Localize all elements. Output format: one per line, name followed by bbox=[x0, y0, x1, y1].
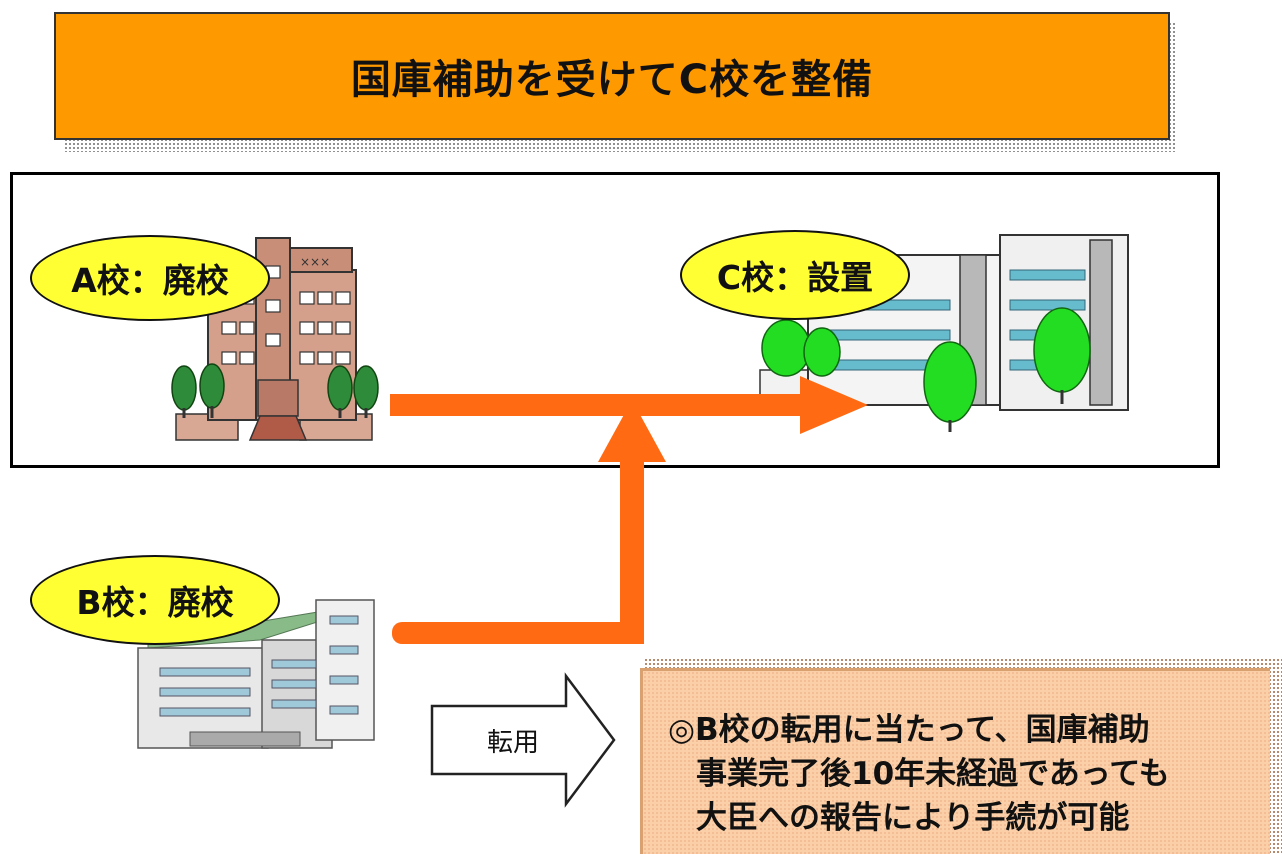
svg-text:×××: ××× bbox=[300, 255, 330, 269]
school-b-label: B校：廃校 bbox=[30, 555, 280, 645]
school-b-label-text: B校：廃校 bbox=[76, 583, 234, 622]
note-line-1: ◎B校の転用に当たって、国庫補助 bbox=[668, 712, 1150, 748]
school-a-building-icon: ××× bbox=[171, 237, 379, 441]
note-text: ◎B校の転用に当たって、国庫補助 事業完了後10年未経過であっても 大臣への報告… bbox=[668, 708, 1268, 840]
school-c-label-text: C校：設置 bbox=[716, 258, 874, 297]
school-a-label: A校：廃校 bbox=[30, 235, 270, 321]
school-c-label: C校：設置 bbox=[680, 230, 910, 320]
school-a-label-text: A校：廃校 bbox=[71, 261, 229, 300]
arrow-b-head bbox=[598, 400, 666, 462]
flow-arrows bbox=[390, 376, 868, 644]
arrow-a-to-c bbox=[390, 394, 810, 416]
arrow-b-vertical bbox=[620, 458, 644, 644]
page-title: 国庫補助を受けてC校を整備 bbox=[350, 57, 874, 103]
title-banner: 国庫補助を受けてC校を整備 bbox=[54, 12, 1170, 140]
school-b-building-icon bbox=[137, 599, 375, 749]
conversion-arrow-icon bbox=[430, 672, 616, 808]
arrow-a-to-c-head bbox=[800, 376, 868, 434]
conversion-arrow-label: 転用 bbox=[487, 728, 540, 758]
note-box bbox=[640, 668, 1270, 854]
note-line-3: 大臣への報告により手続が可能 bbox=[696, 800, 1130, 836]
arrow-b-horizontal bbox=[392, 622, 644, 644]
note-line-2: 事業完了後10年未経過であっても bbox=[696, 756, 1170, 792]
